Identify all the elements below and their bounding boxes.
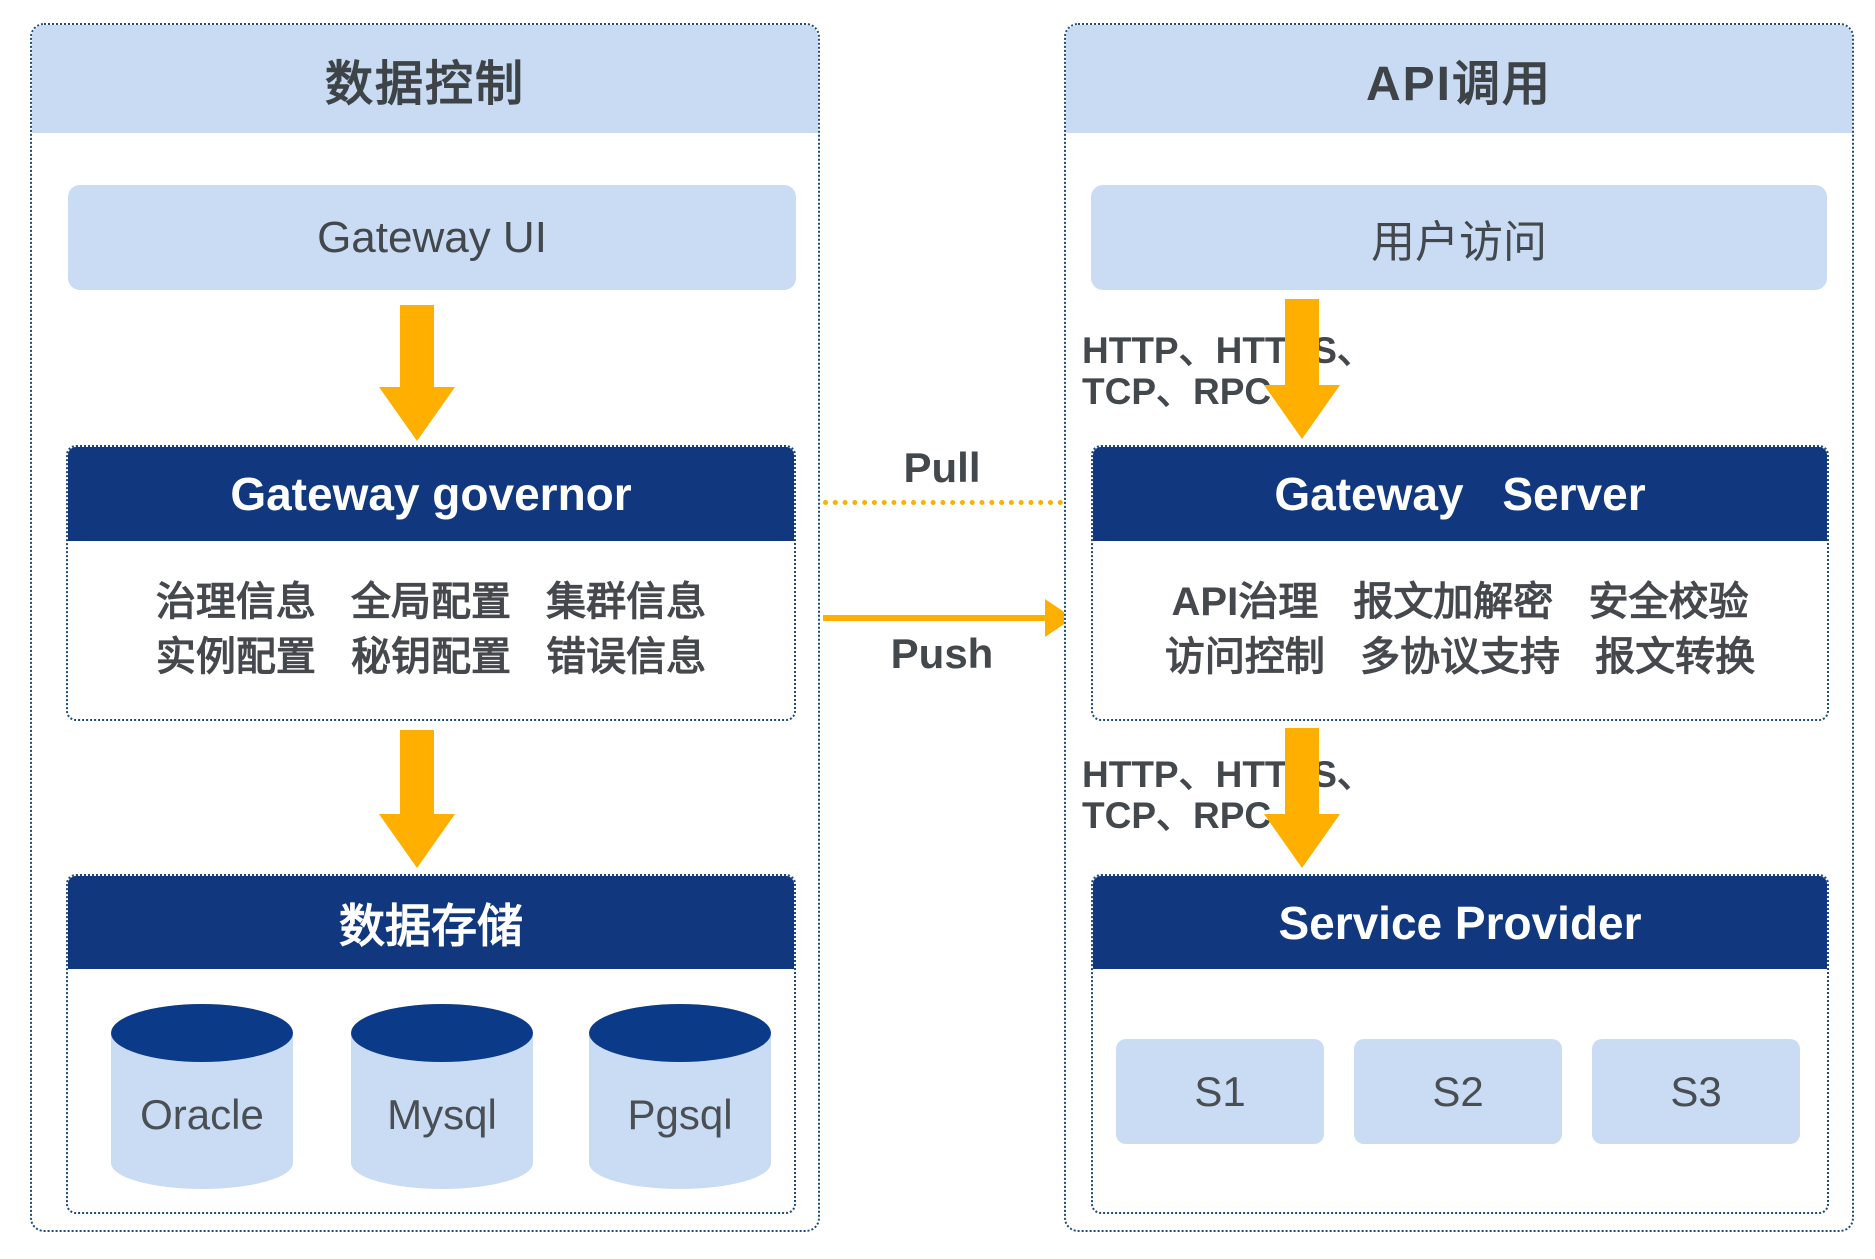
protocol-line: TCP、RPC — [1082, 370, 1272, 412]
governor-feature-row: 治理信息 全局配置 集群信息 — [155, 579, 707, 624]
protocol-line: TCP、RPC — [1082, 794, 1272, 836]
data-control-panel: 数据控制 Gateway UI Gateway governor 治理信息 全局… — [30, 23, 820, 1232]
cylinder-top-icon — [351, 1004, 533, 1062]
data-storage-title: 数据存储 — [68, 876, 794, 969]
data-storage-node: 数据存储 Oracle Mysql Pgsql — [66, 874, 796, 1214]
down-arrow-icon — [379, 730, 455, 868]
api-call-panel-title: API调用 — [1066, 25, 1852, 133]
database-cylinder-oracle: Oracle — [111, 1004, 293, 1190]
down-arrow-icon — [379, 305, 455, 441]
push-solid-line — [823, 615, 1047, 621]
service-node-s1: S1 — [1116, 1039, 1324, 1144]
protocols-label-top: HTTP、HTTPS、 TCP、RPC — [1082, 330, 1374, 412]
pull-dotted-line — [823, 500, 1063, 505]
api-call-panel: API调用 用户访问 HTTP、HTTPS、 TCP、RPC Gateway S… — [1064, 23, 1854, 1232]
gateway-governor-title: Gateway governor — [68, 447, 794, 541]
database-label: Mysql — [351, 1033, 533, 1189]
protocol-line: HTTP、HTTPS、 — [1082, 330, 1374, 371]
gateway-server-node: Gateway Server API治理 报文加解密 安全校验 访问控制 多协议… — [1091, 445, 1829, 721]
cylinder-top-icon — [589, 1004, 771, 1062]
push-label: Push — [890, 630, 994, 677]
protocol-line: HTTP、HTTPS、 — [1082, 754, 1374, 795]
service-node-s2: S2 — [1354, 1039, 1562, 1144]
server-feature-row: 访问控制 多协议支持 报文转换 — [1164, 635, 1756, 679]
service-provider-node: Service Provider S1 S2 S3 — [1091, 874, 1829, 1214]
service-node-s3: S3 — [1592, 1039, 1800, 1144]
gateway-governor-node: Gateway governor 治理信息 全局配置 集群信息 实例配置 秘钥配… — [66, 445, 796, 721]
database-cylinder-pgsql: Pgsql — [589, 1004, 771, 1190]
down-arrow-icon — [1264, 728, 1340, 868]
gateway-governor-features: 治理信息 全局配置 集群信息 实例配置 秘钥配置 错误信息 — [68, 541, 794, 719]
service-provider-title: Service Provider — [1093, 876, 1827, 969]
server-feature-row: API治理 报文加解密 安全校验 — [1171, 579, 1749, 624]
protocols-label-bottom: HTTP、HTTPS、 TCP、RPC — [1082, 754, 1374, 836]
gateway-ui-node: Gateway UI — [68, 185, 796, 290]
down-arrow-icon — [1264, 299, 1340, 439]
database-cylinder-mysql: Mysql — [351, 1004, 533, 1190]
pull-label: Pull — [903, 444, 981, 491]
cylinder-top-icon — [111, 1004, 293, 1062]
governor-feature-row: 实例配置 秘钥配置 错误信息 — [155, 635, 707, 679]
data-control-panel-title: 数据控制 — [32, 25, 818, 133]
gateway-server-features: API治理 报文加解密 安全校验 访问控制 多协议支持 报文转换 — [1093, 541, 1827, 719]
user-access-node: 用户访问 — [1091, 185, 1827, 290]
gateway-server-title: Gateway Server — [1093, 447, 1827, 541]
